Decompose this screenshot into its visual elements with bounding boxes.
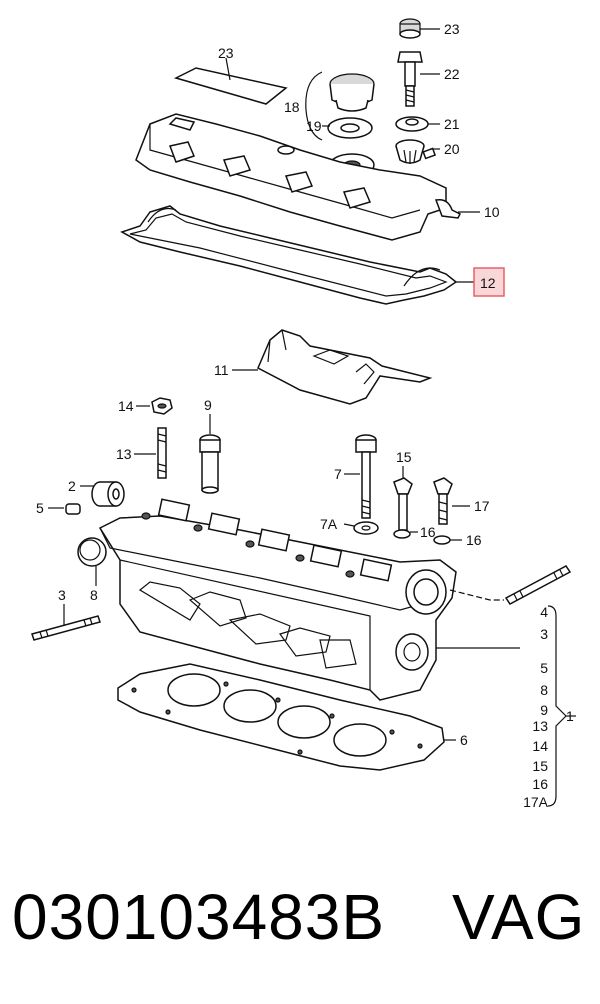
head-bolt-long bbox=[355, 434, 377, 519]
washer bbox=[395, 116, 429, 132]
callout-12-label: 12 bbox=[480, 275, 496, 291]
sealing-plug bbox=[77, 537, 107, 567]
washer-16a bbox=[393, 529, 411, 539]
callout-9-label: 9 bbox=[204, 397, 212, 413]
head-gasket bbox=[117, 663, 445, 771]
cap-nut bbox=[399, 18, 421, 39]
bracket-list-item: 14 bbox=[532, 738, 548, 754]
callout-3-label: 3 bbox=[58, 587, 66, 603]
bracket-list-item: 13 bbox=[532, 718, 548, 734]
callout-18-label: 18 bbox=[284, 99, 300, 115]
callout-16a-label: 16 bbox=[420, 524, 436, 540]
callout-2-label: 2 bbox=[68, 478, 76, 494]
callout-14-label: 14 bbox=[118, 398, 134, 414]
bracket-list-item: 16 bbox=[532, 776, 548, 792]
bracket-list-item: 3 bbox=[540, 626, 548, 642]
callout-20-label: 20 bbox=[444, 141, 460, 157]
callout-23-nut-label: 23 bbox=[444, 21, 460, 37]
callout-5-label: 5 bbox=[36, 500, 44, 516]
bracket-list-item: 15 bbox=[532, 758, 548, 774]
grommet bbox=[395, 139, 437, 164]
cylinder-head-stud bbox=[157, 427, 167, 479]
callout-17-label: 17 bbox=[474, 498, 490, 514]
callout-7a-label: 7A bbox=[320, 516, 338, 532]
hex-nut bbox=[151, 397, 173, 415]
dowel-pin bbox=[65, 503, 81, 515]
part-number: 030103483B bbox=[12, 881, 386, 953]
brand-name: VAG bbox=[452, 881, 586, 953]
washer-16b bbox=[433, 535, 451, 545]
washer-7a bbox=[353, 521, 379, 535]
callout-19-label: 19 bbox=[306, 118, 322, 134]
callout-7-label: 7 bbox=[334, 466, 342, 482]
cylinder-head bbox=[98, 498, 457, 701]
label-plate bbox=[173, 57, 288, 105]
bracket-list-item: 4 bbox=[540, 604, 548, 620]
oil-baffle-plate bbox=[257, 329, 433, 405]
bracket-list-item: 8 bbox=[540, 682, 548, 698]
callout-12-highlight bbox=[473, 267, 505, 297]
long-stud-left bbox=[31, 615, 101, 641]
bracket-list-item: 17A bbox=[523, 794, 549, 810]
hydraulic-tappet bbox=[199, 434, 221, 494]
callout-16b-label: 16 bbox=[466, 532, 482, 548]
callout-8-label: 8 bbox=[90, 587, 98, 603]
bolt-17 bbox=[433, 477, 453, 525]
bracket-list-item: 9 bbox=[540, 702, 548, 718]
valve-cover bbox=[135, 113, 462, 241]
callout-1-label: 1 bbox=[566, 708, 574, 724]
callout-21-label: 21 bbox=[444, 116, 460, 132]
bracket-list: 4 3 5 8 913 14 15 16 17A bbox=[523, 604, 549, 810]
callout-10-label: 10 bbox=[484, 204, 500, 220]
oil-seal bbox=[91, 481, 125, 507]
stud-bolt bbox=[397, 51, 423, 107]
exploded-parts-diagram: 23 18 19 23 22 21 bbox=[31, 18, 576, 810]
callout-6-label: 6 bbox=[460, 732, 468, 748]
bolt-15 bbox=[393, 477, 413, 531]
callout-15-label: 15 bbox=[396, 449, 412, 465]
callout-22-label: 22 bbox=[444, 66, 460, 82]
callout-13-label: 13 bbox=[116, 446, 132, 462]
callout-11-label: 11 bbox=[214, 362, 229, 378]
bracket-list-item: 5 bbox=[540, 660, 548, 676]
callout-23-label: 23 bbox=[218, 45, 234, 61]
long-stud-right bbox=[504, 565, 572, 605]
valve-cover-gasket bbox=[120, 205, 458, 305]
